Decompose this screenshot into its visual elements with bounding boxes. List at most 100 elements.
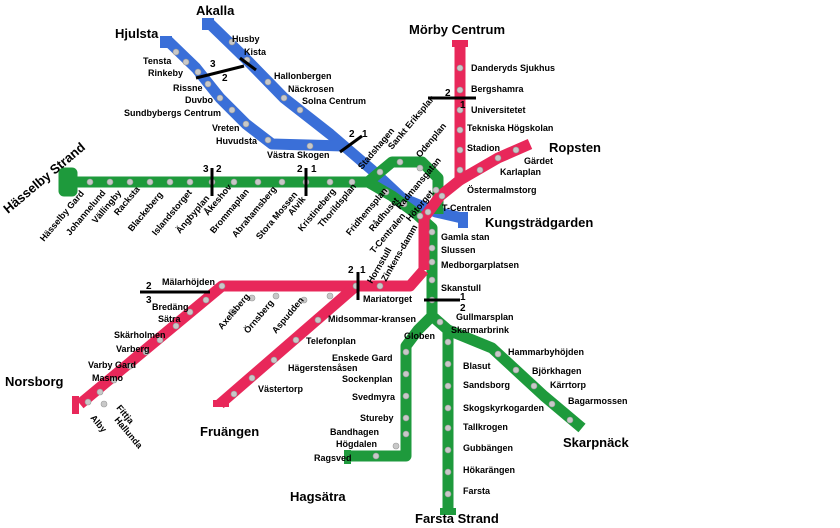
label-vastra: Västra Skogen: [267, 150, 330, 160]
zone-bar-rissne: [195, 64, 245, 80]
station-marker: [476, 166, 484, 174]
station-marker: [416, 164, 424, 172]
zone-num: 3: [210, 59, 216, 70]
station-marker: [438, 192, 446, 200]
station-marker: [296, 106, 304, 114]
label-bergshamra: Bergshamra: [471, 84, 525, 94]
label-midsommar: Midsommar-kransen: [328, 314, 416, 324]
station-marker: [392, 442, 400, 450]
station-marker: [456, 126, 464, 134]
station-marker: [270, 356, 278, 364]
label-alby: Alby: [88, 413, 108, 434]
label-telefonplan: Telefonplan: [306, 336, 356, 346]
station-marker: [96, 388, 104, 396]
label-globen: Globen: [404, 331, 435, 341]
station-markers: [72, 18, 574, 515]
station-marker: [416, 212, 424, 220]
zone-num: 2: [216, 164, 222, 175]
station-marker: [182, 58, 190, 66]
terminal-kungstradgarden: Kungsträdgarden: [485, 215, 593, 230]
label-bandhagen: Bandhagen: [330, 427, 379, 437]
station-marker: [444, 404, 452, 412]
zone-numbers: 3 2 2 1 3 2 2 1 2 1 2 3 2 1 1 2: [146, 59, 466, 314]
station-marker: [248, 294, 256, 302]
station-marker: [194, 68, 202, 76]
label-odenplan: Odenplan: [414, 121, 448, 159]
zone-num: 1: [460, 100, 466, 111]
zone-bar-vastra: [339, 134, 363, 154]
terminal-cap-kungstradgarden: [458, 212, 468, 228]
label-universitetet: Universitetet: [471, 105, 526, 115]
station-marker: [444, 468, 452, 476]
label-stadion: Stadion: [467, 143, 500, 153]
zone-num: 2: [348, 265, 354, 276]
zone-num: 1: [360, 265, 366, 276]
label-rinkeby: Rinkeby: [148, 68, 183, 78]
label-svedmyra: Svedmyra: [352, 392, 396, 402]
label-malarhojden: Mälarhöjden: [162, 277, 215, 287]
station-marker: [402, 348, 410, 356]
label-slussen: Slussen: [441, 245, 476, 255]
terminal-ropsten: Ropsten: [549, 140, 601, 155]
label-bagarmossen: Bagarmossen: [568, 396, 628, 406]
station-marker: [494, 350, 502, 358]
label-hammarby: Hammarbyhöjden: [508, 347, 584, 357]
station-marker: [456, 86, 464, 94]
label-hokarangen: Hökarängen: [463, 465, 515, 475]
label-varberg: Varberg: [116, 344, 150, 354]
station-marker: [382, 188, 390, 196]
label-vastertorp: Västertorp: [258, 384, 304, 394]
station-marker: [494, 154, 502, 162]
station-marker: [126, 178, 134, 186]
label-stureby: Stureby: [360, 413, 394, 423]
label-blasut: Blasut: [463, 361, 491, 371]
zone-num: 3: [146, 295, 152, 306]
label-satra: Sätra: [158, 314, 182, 324]
station-marker: [400, 200, 408, 208]
station-marker: [280, 94, 288, 102]
terminal-morby: Mörby Centrum: [409, 22, 505, 37]
station-marker: [512, 146, 520, 154]
label-vreten: Vreten: [212, 123, 240, 133]
station-marker: [444, 382, 452, 390]
zone-num: 2: [460, 303, 466, 314]
label-husby: Husby: [232, 34, 260, 44]
label-varbygard: Varby Gard: [88, 360, 136, 370]
label-tensta: Tensta: [143, 56, 172, 66]
station-marker: [264, 136, 272, 144]
station-marker: [436, 318, 444, 326]
label-hallonbergen: Hallonbergen: [274, 71, 332, 81]
label-farsta: Farsta: [463, 486, 491, 496]
station-marker: [376, 282, 384, 290]
station-marker: [306, 142, 314, 150]
zone-num: 2: [445, 88, 451, 99]
label-bjorkhagen: Björkhagen: [532, 366, 582, 376]
station-marker: [278, 178, 286, 186]
station-marker: [428, 276, 436, 284]
station-marker: [456, 106, 464, 114]
station-marker: [444, 360, 452, 368]
label-danderyd: Danderyds Sjukhus: [471, 63, 555, 73]
terminal-labels: Akalla Hjulsta Mörby Centrum Ropsten Häs…: [0, 3, 629, 526]
station-marker: [348, 178, 356, 186]
station-marker: [456, 64, 464, 72]
station-marker: [248, 374, 256, 382]
station-marker: [566, 416, 574, 424]
station-marker: [314, 316, 322, 324]
station-marker: [230, 390, 238, 398]
station-marker: [402, 392, 410, 400]
station-marker: [326, 292, 334, 300]
station-marker: [456, 166, 464, 174]
label-bredang: Bredäng: [152, 302, 189, 312]
label-skogskyrkogarden: Skogskyrkogarden: [463, 403, 544, 413]
station-marker: [172, 322, 180, 330]
station-marker: [396, 158, 404, 166]
station-marker: [186, 178, 194, 186]
station-marker: [230, 178, 238, 186]
zone-num: 1: [362, 129, 368, 140]
station-marker: [228, 106, 236, 114]
station-marker: [512, 366, 520, 374]
station-marker: [202, 296, 210, 304]
station-marker: [444, 446, 452, 454]
station-marker: [254, 178, 262, 186]
